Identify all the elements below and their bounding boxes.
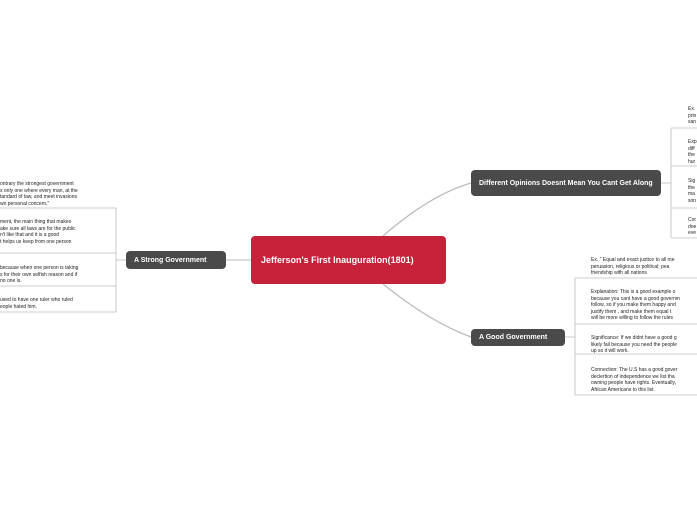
good-note-connection[interactable]: Connection: The U.S has a good gover dec… bbox=[591, 367, 678, 393]
good-tree-lines bbox=[565, 277, 697, 396]
different-tree-lines bbox=[661, 127, 697, 239]
topic-different-opinions-label: Different Opinions Doesnt Mean You Cant … bbox=[479, 179, 653, 187]
central-topic[interactable]: Jefferson's First Inauguration(1801) bbox=[251, 236, 446, 284]
topic-good-government[interactable]: A Good Government bbox=[471, 329, 565, 346]
topic-strong-government[interactable]: A Strong Government bbox=[126, 251, 226, 269]
different-note-significance[interactable]: Sig the ma son bbox=[688, 178, 697, 204]
strong-tree-lines bbox=[0, 207, 126, 313]
connector-central-good bbox=[382, 283, 472, 338]
strong-note-4[interactable]: used to have one ruler who ruled eople h… bbox=[0, 297, 73, 310]
connector-central-different bbox=[382, 182, 472, 237]
topic-good-government-label: A Good Government bbox=[479, 334, 548, 341]
central-topic-title: Jefferson's First Inauguration(1801) bbox=[261, 254, 414, 265]
strong-note-3[interactable]: because when one person is taking s for … bbox=[0, 265, 79, 284]
good-note-example[interactable]: Ex. " Equal and exact justice to all me … bbox=[591, 257, 675, 276]
different-note-example[interactable]: Ex. prin san bbox=[688, 106, 697, 125]
different-note-explanation[interactable]: Exp diff the hur bbox=[688, 139, 697, 165]
good-note-significance[interactable]: Significance: If we didnt have a good g … bbox=[591, 335, 677, 354]
topic-different-opinions[interactable]: Different Opinions Doesnt Mean You Cant … bbox=[471, 170, 661, 196]
strong-note-1[interactable]: ontrary the strongest government s only … bbox=[0, 181, 78, 207]
topic-strong-government-label: A Strong Government bbox=[134, 256, 207, 264]
strong-note-2[interactable]: ment, the main thing that makes ake sure… bbox=[0, 219, 76, 245]
good-note-explanation[interactable]: Explanation: This is a good example o be… bbox=[591, 289, 680, 321]
different-note-connection[interactable]: Cor doe eve bbox=[688, 217, 697, 236]
